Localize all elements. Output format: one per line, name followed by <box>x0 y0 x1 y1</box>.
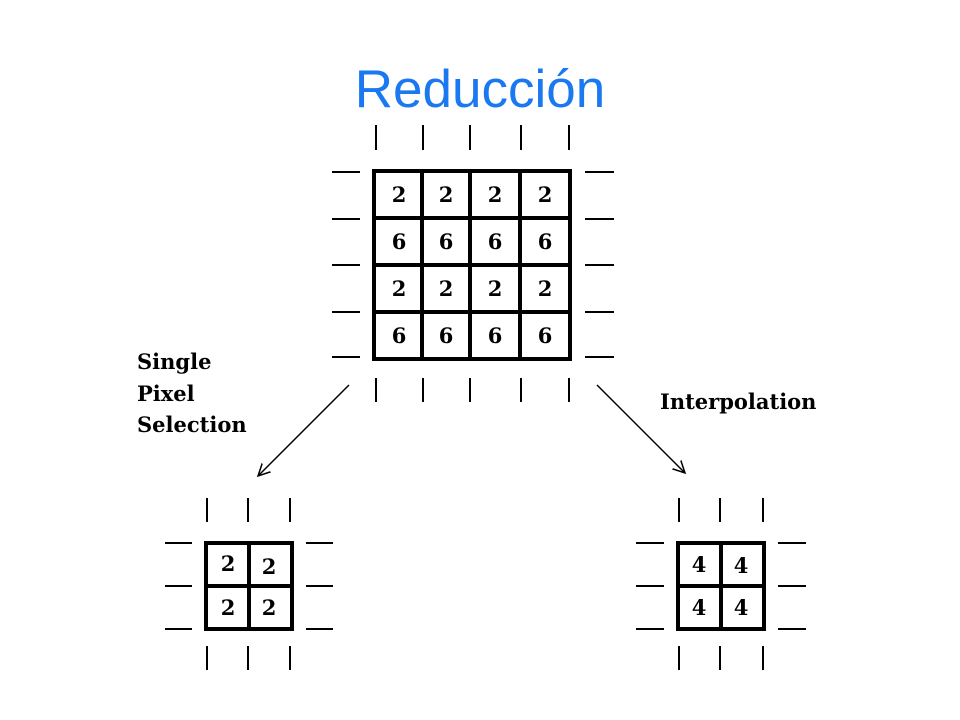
original-cell: 2 <box>439 182 454 207</box>
single-pixel-cell: 2 <box>221 551 236 576</box>
interpolation-cell: 4 <box>734 595 749 620</box>
original-cell: 2 <box>488 182 503 207</box>
single-pixel-cell: 2 <box>262 595 277 620</box>
original-cell: 6 <box>488 229 503 254</box>
original-cell: 6 <box>538 229 553 254</box>
original-cell: 2 <box>488 276 503 301</box>
original-cell: 6 <box>392 323 407 348</box>
original-cell: 6 <box>439 323 454 348</box>
original-cell: 6 <box>392 229 407 254</box>
original-cell: 2 <box>392 182 407 207</box>
single-pixel-label-line3: Selection <box>137 412 247 437</box>
original-cell: 6 <box>488 323 503 348</box>
original-cell: 6 <box>538 323 553 348</box>
interpolation-cell: 4 <box>692 595 707 620</box>
original-cell: 6 <box>439 229 454 254</box>
interpolation-label: Interpolation <box>660 389 816 414</box>
original-cell: 2 <box>439 276 454 301</box>
single-pixel-cell: 2 <box>221 595 236 620</box>
original-grid: 2 2 2 2 6 6 6 6 2 2 2 2 6 6 6 6 <box>332 125 614 402</box>
interpolation-cell: 4 <box>692 552 707 577</box>
original-cell: 2 <box>538 182 553 207</box>
single-pixel-grid: 2 2 2 2 <box>165 498 333 670</box>
original-cell: 2 <box>538 276 553 301</box>
interpolation-cell: 4 <box>734 553 749 578</box>
single-pixel-label-line1: Single <box>137 349 211 374</box>
arrow-to-interpolation <box>596 384 685 473</box>
arrow-to-single-pixel <box>258 384 350 476</box>
single-pixel-label-line2: Pixel <box>137 381 195 406</box>
slide-title: Reducción <box>354 60 606 119</box>
interpolation-grid: 4 4 4 4 <box>636 498 806 670</box>
original-cell: 2 <box>392 276 407 301</box>
single-pixel-cell: 2 <box>262 554 277 579</box>
